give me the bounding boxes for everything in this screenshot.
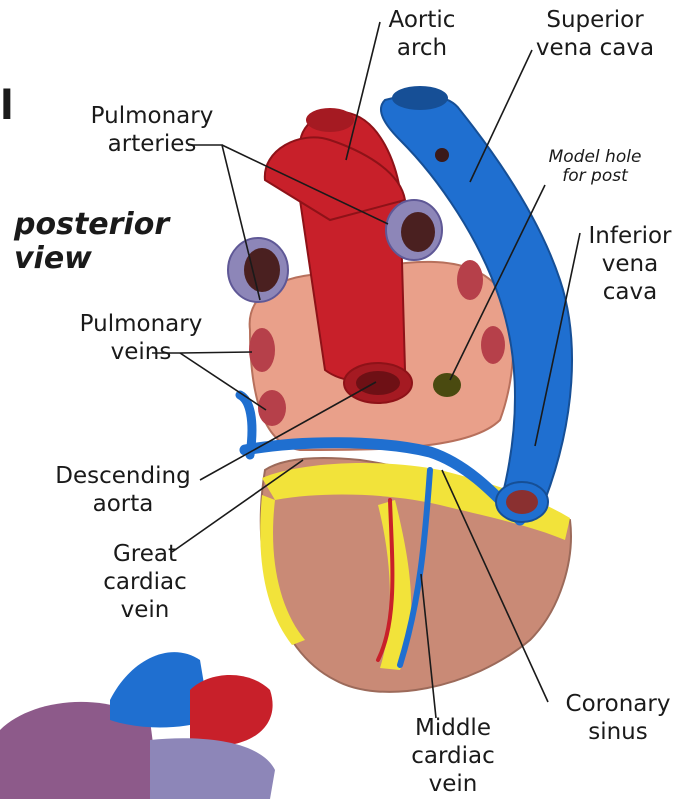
- label-model-hole: Model hole for post: [540, 148, 650, 186]
- descending-aorta-lumen: [356, 371, 400, 395]
- aortic-top-opening: [306, 108, 354, 132]
- label-pulmonary-arteries: Pulmonary arteries: [72, 102, 232, 158]
- pulmonary-vein-opening-1: [249, 328, 275, 372]
- svc-opening: [392, 86, 448, 110]
- svc-post-hole: [435, 148, 449, 162]
- edge-mark: l: [0, 86, 14, 126]
- label-coronary-sinus: Coronary sinus: [558, 690, 678, 746]
- thumbnail-base: [150, 738, 275, 799]
- leader-superior-vena-cava: [470, 50, 532, 182]
- thumbnail-aorta: [190, 675, 273, 745]
- pulmonary-vein-opening-4: [481, 326, 505, 364]
- label-middle-cardiac-vein: Middle cardiac vein: [398, 714, 508, 798]
- label-descending-aorta: Descending aorta: [48, 462, 198, 518]
- pulmonary-vein-opening-3: [457, 260, 483, 300]
- view-title: posterior view: [14, 208, 169, 276]
- thumbnail-heart: [0, 652, 275, 799]
- right-pulmonary-artery-lumen: [401, 212, 435, 252]
- label-aortic-arch: Aortic arch: [382, 6, 462, 62]
- model-post-hole: [433, 373, 461, 397]
- label-inferior-vena-cava: Inferior vena cava: [582, 222, 678, 306]
- label-great-cardiac-vein: Great cardiac vein: [90, 540, 200, 624]
- label-superior-vena-cava: Superior vena cava: [530, 6, 660, 62]
- ivc-lumen: [506, 490, 538, 514]
- label-pulmonary-veins: Pulmonary veins: [60, 310, 222, 366]
